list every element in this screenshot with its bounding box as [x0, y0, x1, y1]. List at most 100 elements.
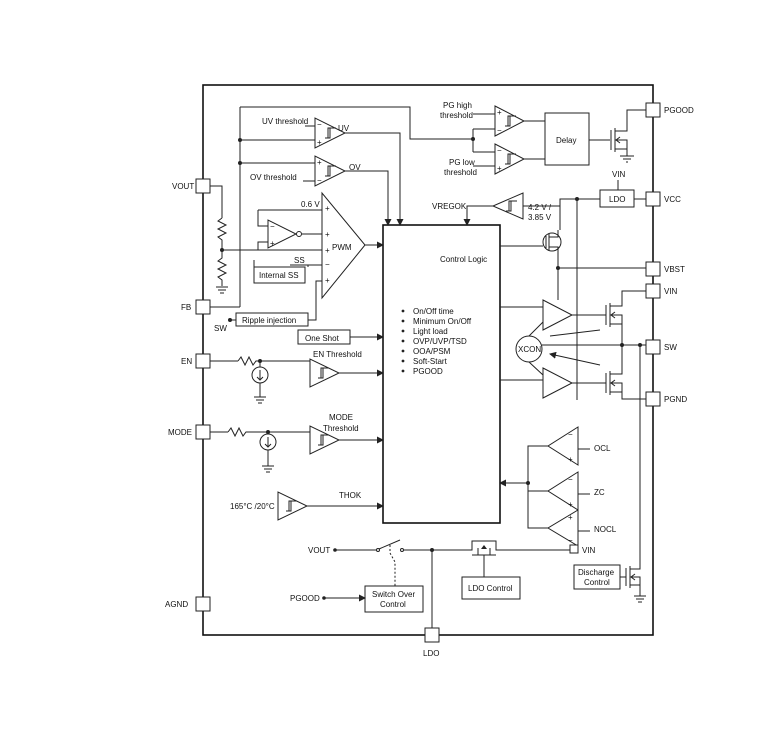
pin-fb-label: FB	[181, 303, 191, 312]
svg-text:−: −	[317, 176, 322, 185]
uv-label: UV	[338, 124, 350, 133]
pin-mode-label: MODE	[168, 428, 192, 437]
pin-en-label: EN	[181, 357, 192, 366]
wire	[572, 314, 606, 384]
pg-low-label-2: threshold	[444, 168, 477, 177]
pin-pgnd-label: PGND	[664, 395, 687, 404]
svg-text:+: +	[497, 164, 502, 173]
vin-output-label: VIN	[582, 546, 596, 555]
high-side-mosfet-icon	[605, 290, 646, 345]
svg-text:+: +	[270, 239, 275, 248]
control-list-item: On/Off time	[413, 307, 454, 316]
control-list-item: OVP/UVP/TSD	[413, 337, 467, 346]
error-amp: − +	[267, 219, 298, 249]
ldo-control-block: LDO Control	[461, 576, 521, 600]
zc-label: ZC	[594, 488, 605, 497]
pin-vin: VIN	[645, 283, 678, 299]
pg-high-label-2: threshold	[440, 111, 473, 120]
pin-agnd: AGND	[165, 596, 211, 612]
ldo-block: LDO	[599, 189, 635, 208]
switch-icon	[376, 539, 404, 586]
wire	[308, 280, 322, 321]
control-list-item: Minimum On/Off	[413, 317, 472, 326]
wire	[345, 132, 404, 226]
control-logic-label: Control Logic	[440, 255, 487, 264]
vreg-threshold-1: 4.2 V /	[528, 203, 552, 212]
svg-text:−: −	[497, 126, 502, 135]
vregok-label: VREGOK	[432, 202, 467, 211]
pin-pgood: PGOOD	[645, 102, 694, 118]
pin-en: EN	[181, 353, 211, 369]
wire	[210, 185, 223, 218]
ref-06v-label: 0.6 V	[301, 200, 320, 209]
nocl-comparator: + −	[547, 509, 579, 547]
svg-text:−: −	[568, 430, 573, 439]
ground-icon	[620, 155, 634, 163]
svg-text:−: −	[325, 260, 330, 269]
wire	[527, 445, 548, 529]
pin-mode: MODE	[168, 424, 211, 440]
pin-vbst: VBST	[645, 261, 685, 277]
delay-block: Delay	[544, 112, 590, 166]
resistor-icon	[216, 217, 228, 253]
pin-sw-label: SW	[664, 343, 677, 352]
xcon-label: XCON	[518, 345, 541, 354]
ground-icon	[254, 396, 266, 404]
ldo-pass-mosfet-icon	[465, 540, 570, 565]
svg-text:+: +	[568, 500, 573, 509]
discharge-label-1: Discharge	[578, 568, 615, 577]
wire	[472, 113, 495, 167]
switch-over-label-2: Control	[380, 600, 406, 609]
control-list: On/Off time Minimum On/Off Light load OV…	[401, 307, 472, 376]
ov-label: OV	[349, 163, 361, 172]
low-side-driver	[542, 367, 574, 399]
pin-vcc: VCC	[645, 191, 681, 207]
thok-label: THOK	[339, 491, 362, 500]
ground-icon	[262, 465, 274, 473]
svg-text:+: +	[317, 158, 322, 167]
vin-terminal	[569, 544, 579, 554]
svg-text:+: +	[325, 246, 330, 255]
ocl-comparator: − +	[547, 426, 579, 466]
svg-text:−: −	[497, 146, 502, 155]
pwm-comparator: + + + − +	[321, 191, 366, 300]
ov-comparator: + −	[314, 155, 347, 187]
thermal-comparator	[277, 491, 309, 521]
resistor-icon	[227, 426, 310, 438]
svg-text:+: +	[325, 204, 330, 213]
mode-threshold-label-2: Threshold	[323, 424, 359, 433]
pgood-input-label: PGOOD	[290, 594, 320, 603]
mode-comparator	[309, 425, 341, 455]
svg-text:+: +	[568, 513, 573, 522]
current-source-icon	[259, 432, 277, 466]
discharge-label-2: Control	[584, 578, 610, 587]
svg-text:+: +	[317, 138, 322, 147]
wire	[257, 209, 322, 250]
en-comparator	[309, 358, 341, 388]
pgood-mosfet-icon	[610, 109, 646, 156]
pg-high-comparator: + −	[494, 105, 526, 137]
sw-input-label: SW	[214, 324, 227, 333]
pin-vin-label: VIN	[664, 287, 678, 296]
ldo-label: LDO	[609, 195, 625, 204]
uv-threshold-label: UV threshold	[262, 117, 308, 126]
svg-text:−: −	[568, 475, 573, 484]
one-shot-block: One Shot	[297, 329, 351, 345]
pin-ldo: LDO	[423, 627, 440, 658]
vin-top-label: VIN	[612, 170, 626, 179]
wire	[345, 170, 392, 226]
wire	[550, 329, 601, 366]
control-list-item: Soft-Start	[413, 357, 448, 366]
ss-label: SS	[294, 256, 305, 265]
pwm-label: PWM	[332, 243, 352, 252]
delay-label: Delay	[556, 136, 576, 145]
internal-ss-block: Internal SS	[253, 266, 306, 284]
pin-pgood-label: PGOOD	[664, 106, 694, 115]
en-threshold-label: EN Threshold	[313, 350, 362, 359]
pin-vout: VOUT	[172, 178, 211, 194]
ground-icon	[216, 286, 228, 294]
high-side-driver	[542, 299, 574, 331]
svg-text:+: +	[325, 230, 330, 239]
svg-text:+: +	[325, 276, 330, 285]
wire	[463, 205, 493, 226]
